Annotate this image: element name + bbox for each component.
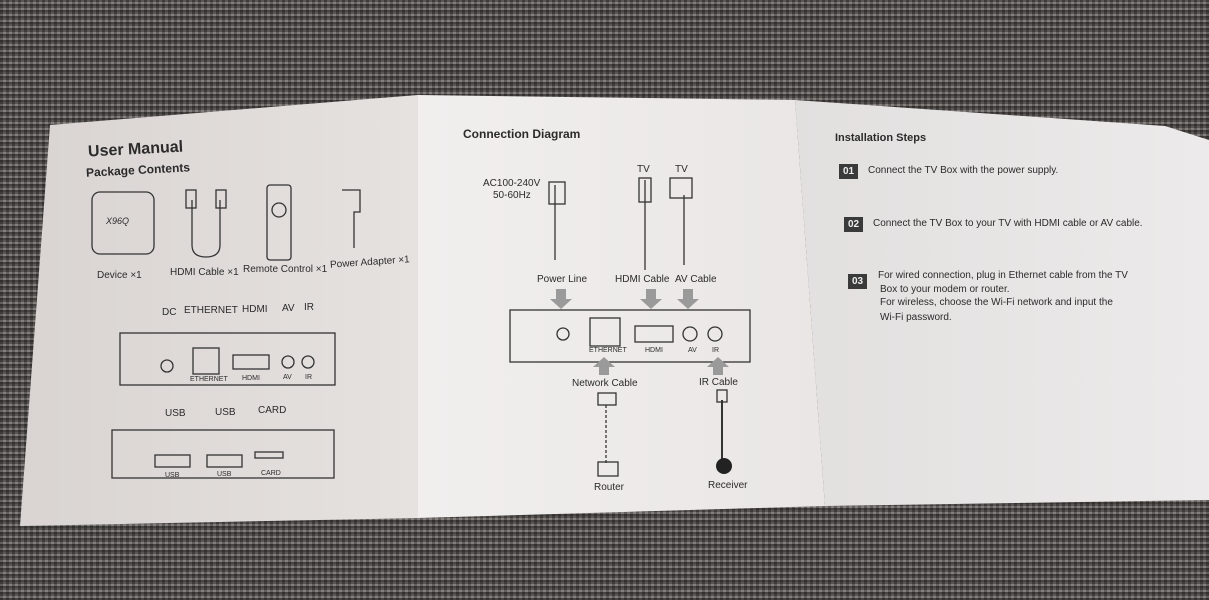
label-router: Router [594,482,625,493]
small-label: HDMI [242,375,260,382]
port-label-ir: IR [304,302,314,313]
label-av-cable: AV Cable [675,274,717,285]
step-text-01: Connect the TV Box with the power supply… [868,165,1059,176]
hdmi-cable-image [191,200,221,258]
small-label: CARD [261,470,281,477]
small-label: ETHERNET [190,376,228,383]
panel-middle [418,95,825,518]
device-logo: X96Q [106,216,130,226]
port-label-card: CARD [258,405,287,416]
port-label-av: AV [282,303,295,314]
power-spec-voltage: AC100-240V [483,178,541,189]
port-label-usb-1: USB [165,408,186,419]
small-label: USB [165,472,180,479]
tv-label-hdmi: TV [637,164,650,175]
small-label: USB [217,471,232,478]
label-power-line: Power Line [537,274,588,285]
item-remote-control: Remote Control ×1 [243,264,328,275]
panel-right [795,100,1209,506]
label-network-cable: Network Cable [572,378,638,389]
port-label-dc: DC [162,307,177,318]
label-hdmi-cable: HDMI Cable [615,274,670,285]
small-label: IR [712,347,719,354]
step-text-03-line2: Box to your modem or router. [880,284,1010,295]
connection-diagram-heading: Connection Diagram [463,127,581,141]
connection-device-image [509,309,751,363]
item-device: Device ×1 [97,270,142,281]
small-label: AV [283,374,292,381]
remote-image [266,184,292,261]
step-text-03-line3: For wireless, choose the Wi-Fi network a… [880,297,1113,308]
item-hdmi-cable: HDMI Cable ×1 [170,267,239,278]
tv-label-av: TV [675,164,688,175]
small-label: IR [305,374,312,381]
device-image [91,191,155,255]
power-spec-frequency: 50-60Hz [493,190,531,201]
step-text-02: Connect the TV Box to your TV with HDMI … [873,218,1143,229]
step-text-03-line4: Wi-Fi password. [880,312,952,323]
installation-steps-heading: Installation Steps [835,132,927,144]
step-badge-02: 02 [844,217,864,232]
small-label: HDMI [645,347,663,354]
label-ir-cable: IR Cable [699,377,738,388]
adapter-image [342,189,361,248]
arrows [550,289,729,375]
port-label-usb-2: USB [215,407,236,418]
step-badge-01: 01 [839,164,859,179]
small-label: ETHERNET [589,347,627,354]
label-receiver: Receiver [708,480,748,491]
step-text-03-line1: For wired connection, plug in Ethernet c… [878,270,1128,281]
rear-panel-image [119,332,336,386]
panel-left [20,95,418,526]
small-label: AV [688,347,697,354]
top-cables [554,180,685,270]
port-label-hdmi: HDMI [242,304,268,315]
port-label-ethernet: ETHERNET [184,305,238,316]
step-badge-03: 03 [848,274,868,289]
side-panel-image [111,429,335,479]
